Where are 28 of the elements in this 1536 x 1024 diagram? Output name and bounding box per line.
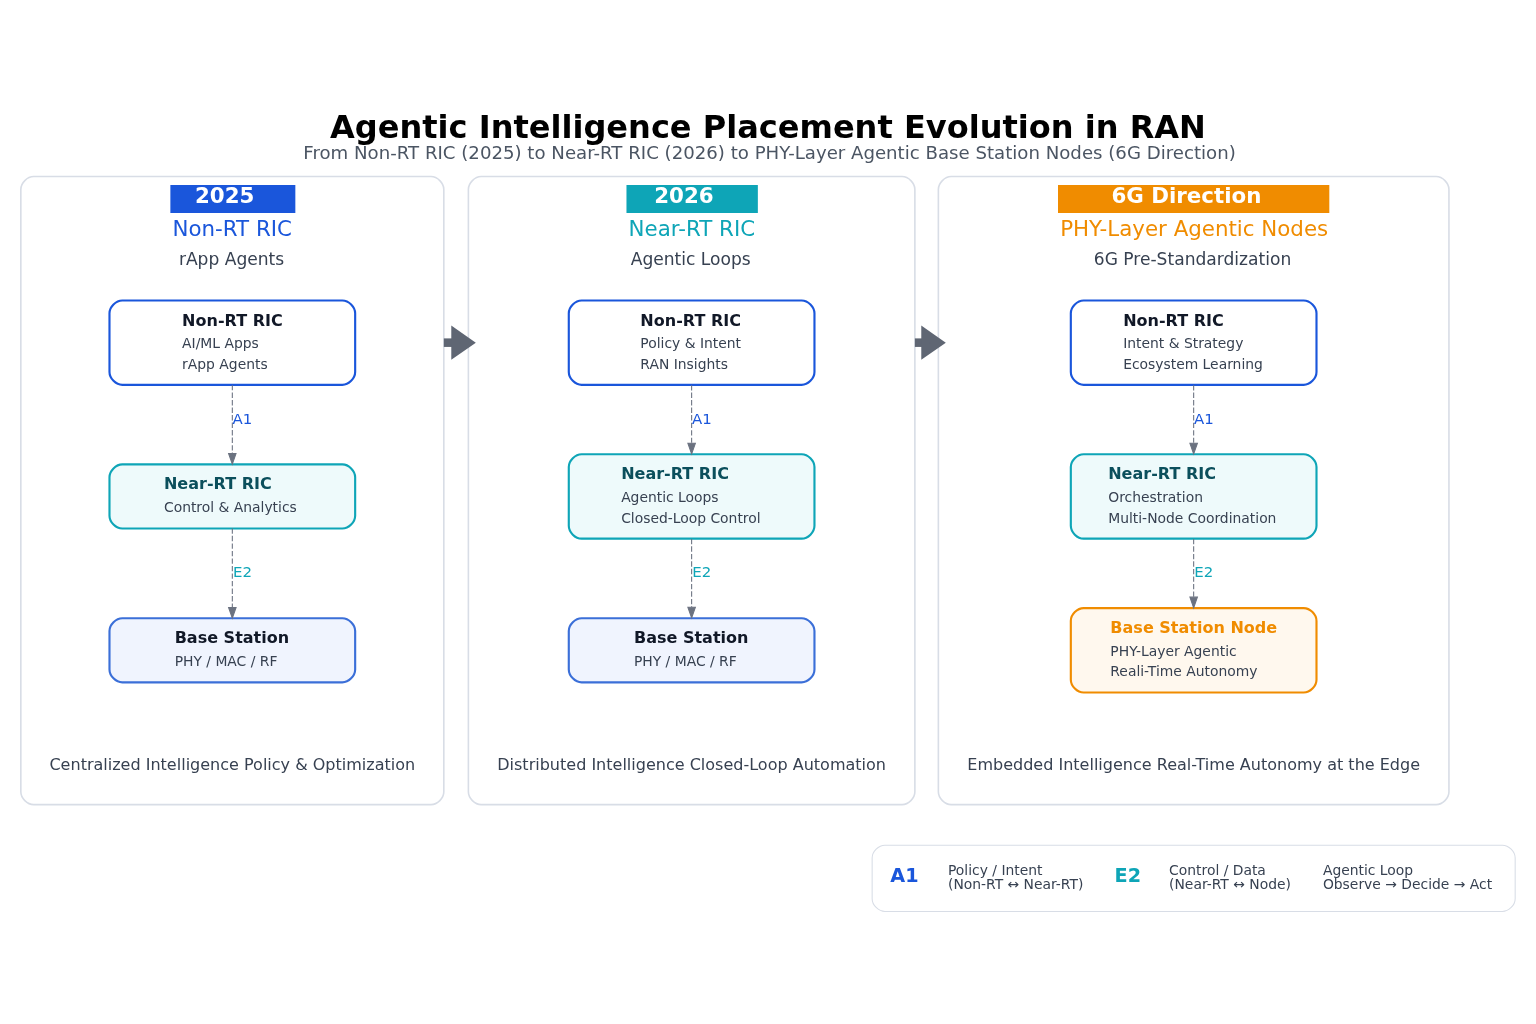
node-box: Base Station PHY / MAC / RF — [108, 616, 357, 683]
arrow — [227, 527, 237, 620]
node-box: Near-RT RIC Agentic Loops Closed-Loop Control — [567, 452, 816, 540]
label: Control / Data — [1169, 861, 1266, 877]
diagram-title: Agentic Intelligence Placement Evolution in RAN — [330, 107, 1206, 146]
node-box: Non-RT RIC Intent & Strategy Ecosystem Learning — [1069, 298, 1318, 386]
edge-label: E2 — [692, 562, 712, 581]
edge-label: A1 — [691, 409, 712, 428]
label: (Near-RT ↔ Node) — [1169, 875, 1291, 892]
label: A1 — [890, 863, 919, 887]
node-box: Near-RT RIC Orchestration Multi-Node Coordination — [1069, 452, 1318, 540]
arrow — [227, 384, 237, 466]
arrow — [1189, 384, 1199, 456]
node-box: Non-RT RIC AI/ML Apps rApp Agents — [108, 298, 357, 386]
node-box: Base Station PHY / MAC / RF — [567, 616, 816, 683]
edge-label: A1 — [1193, 409, 1214, 428]
node-box: Base Station Node PHY-Layer Agentic Reali-Time Autonomy — [1069, 606, 1318, 694]
label: Policy / Intent — [947, 861, 1043, 877]
label: E2 — [1114, 863, 1142, 887]
label: Agentic Loop — [1322, 861, 1414, 877]
arrow — [687, 537, 697, 620]
node-box: Non-RT RIC Policy & Intent RAN Insights — [567, 298, 816, 386]
arrow — [687, 384, 697, 456]
edge-label: E2 — [1194, 562, 1214, 581]
arrow — [1189, 537, 1199, 609]
node-box: Near-RT RIC Control & Analytics — [108, 462, 357, 530]
edge-label: A1 — [232, 409, 253, 428]
edge-label: E2 — [232, 562, 252, 581]
